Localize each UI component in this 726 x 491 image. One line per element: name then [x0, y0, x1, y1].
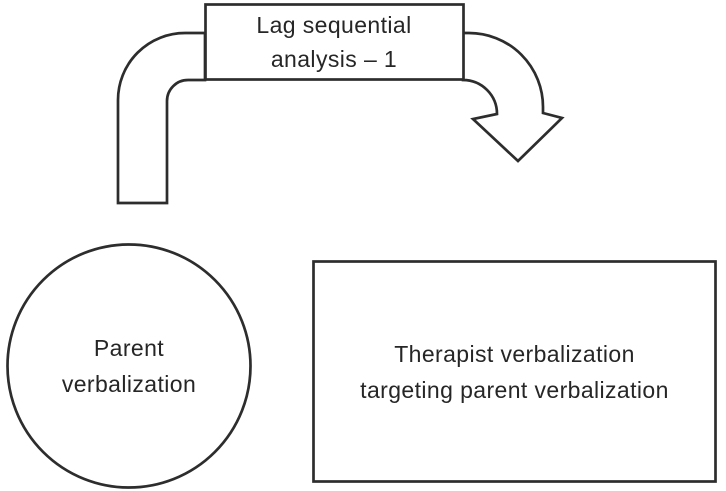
rect-node-outline [312, 260, 717, 483]
title-box-outline [204, 3, 465, 81]
elbow-pipe-left-icon [116, 31, 207, 205]
curved-arrow-right-icon [461, 31, 565, 163]
circle-node-outline [6, 243, 252, 489]
